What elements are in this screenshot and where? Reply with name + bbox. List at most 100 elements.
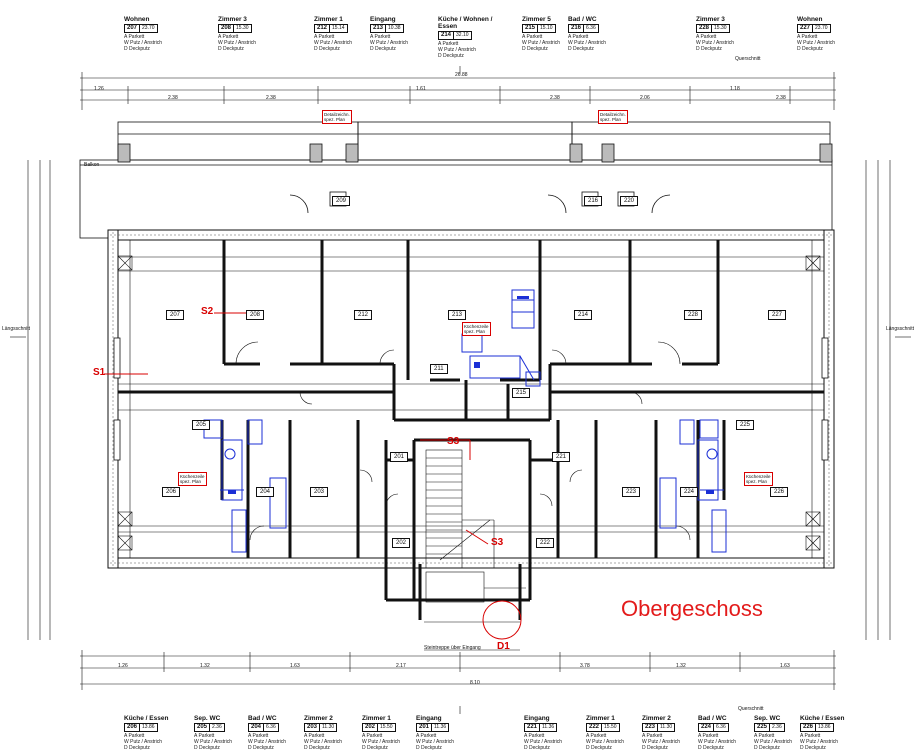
longitudinal-section-label: Längsschnitt <box>886 326 915 332</box>
stamp-area: 15.50 <box>602 723 620 732</box>
section-s3-upper: S3 <box>447 436 460 447</box>
detail-note: Detailzeichn.spez. Plan <box>598 110 628 124</box>
stamp-number: 222 <box>586 723 603 732</box>
stamp-area: 11.36 <box>540 723 558 732</box>
dim-value: 1.32 <box>676 663 686 669</box>
stamp-area: 6.36 <box>714 723 729 732</box>
stamp-area: 6.36 <box>264 723 279 732</box>
stamp-name: Eingang <box>370 16 396 23</box>
room-tag: 206 <box>162 487 181 497</box>
detail-note: Detailzeichn.spez. Plan <box>322 110 352 124</box>
balcony-outline <box>79 121 833 239</box>
stamp-area: 6.36 <box>584 24 599 33</box>
stamp-name: Eingang <box>524 715 550 722</box>
stamp-number: 206 <box>124 723 141 732</box>
stamp-name: Zimmer 1 <box>314 16 343 23</box>
section-s1: S1 <box>93 367 106 378</box>
stamp-name: Küche / Essen <box>124 715 169 722</box>
dim-value: 1.32 <box>200 663 210 669</box>
stamp-number: 216 <box>568 24 585 33</box>
room-tag: 215 <box>512 388 531 398</box>
stamp-area: 15.50 <box>378 723 396 732</box>
plumbing-fills <box>228 296 714 494</box>
stamp-number: 228 <box>696 24 713 33</box>
stamp-number: 221 <box>524 723 541 732</box>
dim-total-bottom: 8.10 <box>470 680 480 686</box>
dim-value: 2.38 <box>266 95 276 101</box>
stamp-name: Zimmer 1 <box>362 715 391 722</box>
stamp-number: 227 <box>797 24 814 33</box>
balcony-label: Balkon <box>84 162 100 168</box>
longitudinal-section-label: Längsschnitt <box>2 326 31 332</box>
dim-value: 1.26 <box>94 86 104 92</box>
cross-section-label: Querschnitt <box>738 706 764 712</box>
room-tag: 207 <box>166 310 185 320</box>
stair-label: Steintreppe über Eingang <box>424 645 481 651</box>
stamp-name: Küche / Wohnen / Essen <box>438 16 493 30</box>
room-tag: 203 <box>310 487 329 497</box>
stamp-number: 207 <box>124 24 141 33</box>
section-s2: S2 <box>201 306 214 317</box>
dim-value: 2.06 <box>640 95 650 101</box>
stamp-name: Sep. WC <box>194 715 221 722</box>
dimension-lines <box>10 66 911 714</box>
stamp-area: 10.38 <box>386 24 404 33</box>
room-tag: 226 <box>770 487 789 497</box>
stamp-number: 205 <box>194 723 211 732</box>
stamp-number: 208 <box>218 24 235 33</box>
room-tag: 213 <box>448 310 467 320</box>
stamp-area: 2.36 <box>770 723 785 732</box>
stamp-name: Eingang <box>416 715 442 722</box>
stamp-number: 203 <box>304 723 321 732</box>
stamp-area: 13.86 <box>816 723 834 732</box>
room-tag: 205 <box>192 420 211 430</box>
room-tag: 216 <box>584 196 603 206</box>
stamp-area: 32.10 <box>454 31 472 40</box>
exterior-walls <box>107 229 835 569</box>
room-tag: 212 <box>354 310 373 320</box>
section-d1: D1 <box>497 641 510 652</box>
stamp-name: Bad / WC <box>698 715 727 722</box>
stamp-number: 214 <box>438 31 455 40</box>
room-tag: 208 <box>246 310 265 320</box>
stamp-name: Wohnen <box>797 16 823 23</box>
stamp-number: 201 <box>416 723 433 732</box>
stamp-area: 23.70 <box>813 24 831 33</box>
room-tag: 214 <box>574 310 593 320</box>
stamp-area: 15.30 <box>712 24 730 33</box>
stamp-area: 15.14 <box>330 24 348 33</box>
stamp-area: 11.36 <box>432 723 450 732</box>
dim-value: 2.38 <box>550 95 560 101</box>
stamp-number: 202 <box>362 723 379 732</box>
stamp-number: 223 <box>642 723 659 732</box>
doors <box>235 341 691 541</box>
stamp-area: 15.30 <box>234 24 252 33</box>
dim-value: 1.18 <box>730 86 740 92</box>
